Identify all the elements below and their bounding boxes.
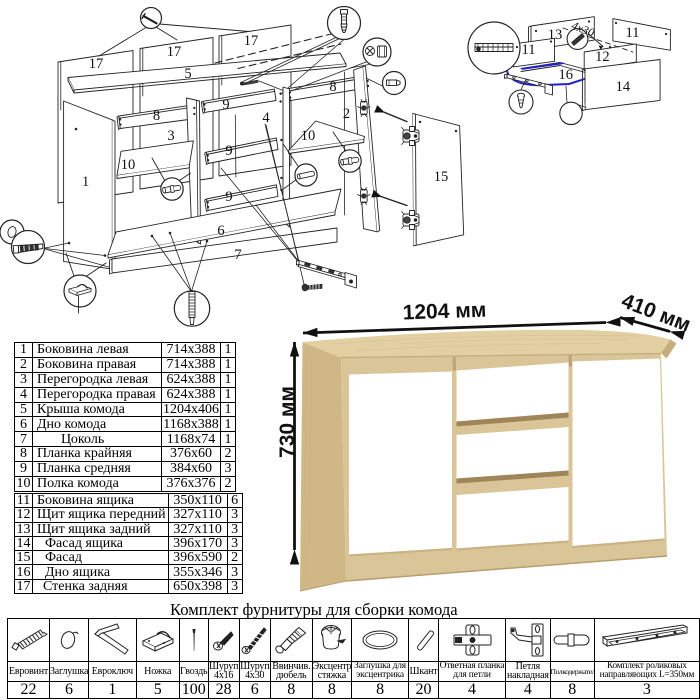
svg-text:1: 1: [82, 174, 89, 190]
svg-text:16: 16: [558, 67, 573, 83]
svg-text:9: 9: [225, 143, 232, 159]
svg-text:13: 13: [548, 27, 563, 43]
svg-text:14: 14: [616, 79, 631, 95]
svg-text:410 мм: 410 мм: [618, 292, 693, 337]
svg-text:8: 8: [329, 79, 336, 95]
svg-text:5: 5: [184, 66, 191, 82]
svg-text:17: 17: [167, 44, 182, 60]
svg-text:7: 7: [234, 247, 241, 263]
svg-text:15: 15: [434, 169, 449, 185]
svg-text:8: 8: [153, 108, 160, 124]
svg-text:9: 9: [222, 97, 229, 113]
svg-text:11: 11: [522, 42, 536, 58]
svg-text:17: 17: [89, 56, 104, 72]
svg-text:17: 17: [244, 33, 259, 49]
svg-text:10: 10: [301, 128, 316, 144]
svg-text:4: 4: [262, 110, 270, 126]
svg-text:11: 11: [626, 25, 640, 41]
svg-text:2: 2: [343, 106, 350, 122]
svg-text:1204 мм: 1204 мм: [402, 299, 486, 325]
svg-text:6: 6: [217, 223, 224, 239]
svg-text:10: 10: [121, 157, 136, 173]
svg-text:9: 9: [225, 189, 232, 205]
svg-text:730 мм: 730 мм: [276, 386, 299, 458]
svg-text:12: 12: [595, 49, 610, 65]
svg-text:3: 3: [167, 128, 174, 144]
